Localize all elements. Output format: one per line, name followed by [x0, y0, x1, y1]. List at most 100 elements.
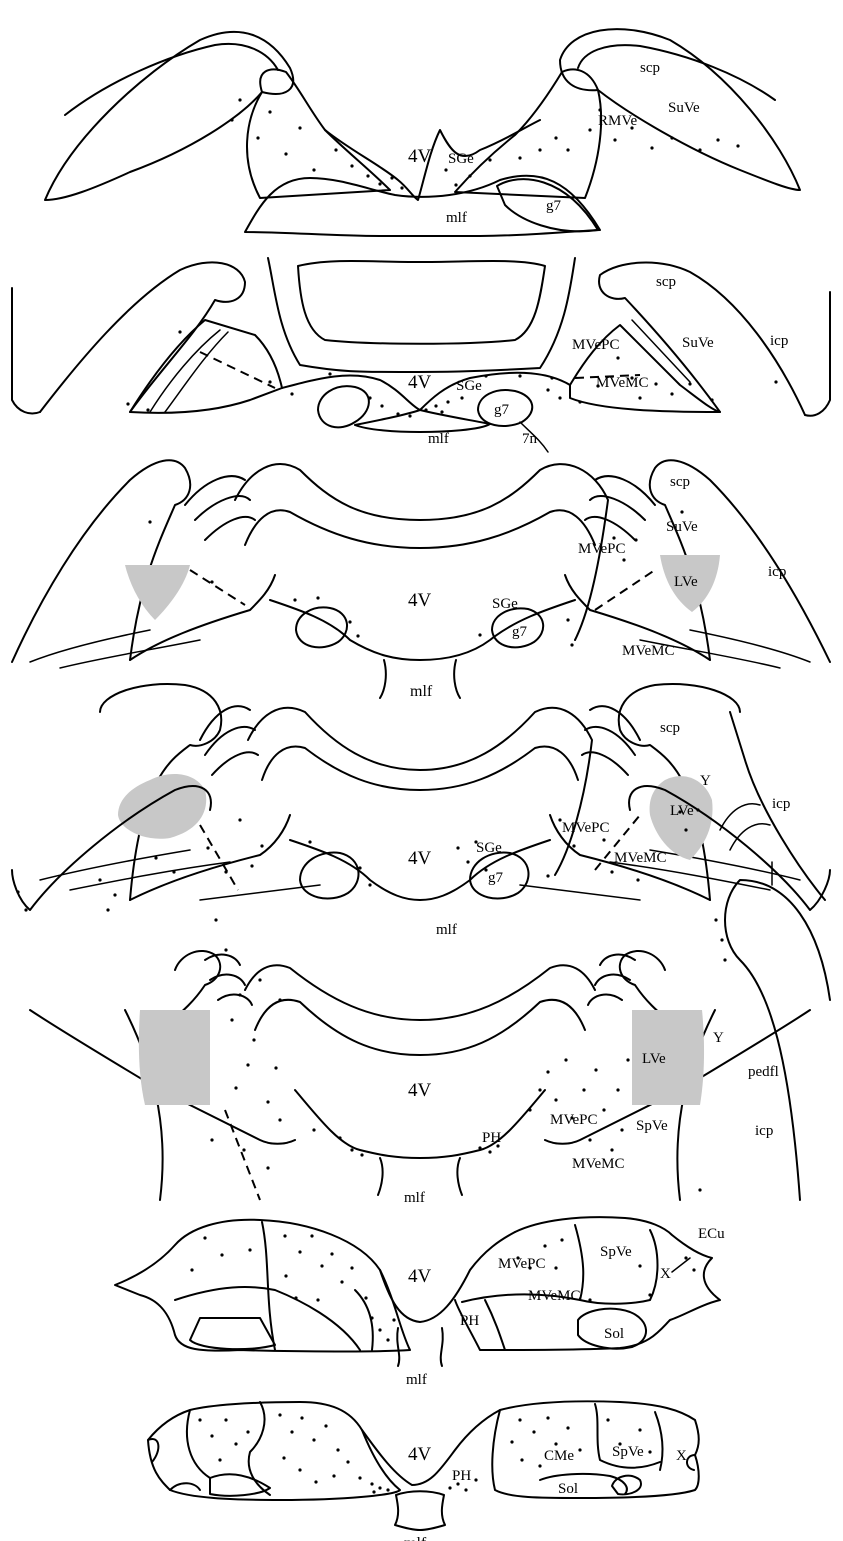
section-2-left-dashed-boundary	[200, 352, 275, 388]
section-6-left-inner-a	[262, 1222, 275, 1350]
section-3-label-icp: icp	[768, 564, 786, 580]
section-4-label-mvepc: MVePC	[562, 820, 610, 836]
section-7-label-cme: CMe	[544, 1448, 574, 1464]
section-5-left-fibers	[205, 955, 252, 1005]
section-6-right-ph-border	[485, 1300, 505, 1350]
section-1-left-scp-inner	[65, 44, 278, 115]
section-3-4v-outline	[245, 510, 595, 548]
section-7-right-outline	[492, 1401, 698, 1498]
section-2-left-g7-blob	[318, 386, 369, 427]
section-6-label-ecu: ECu	[698, 1226, 725, 1242]
section-4: 4V scp Y icp LVe MVePC MVeMC SGe g7 mlf	[40, 684, 825, 938]
section-5-label-mvepc: MVePC	[550, 1112, 598, 1128]
section-7-right-notch	[687, 1455, 695, 1470]
section-2-left-fiber-b	[165, 332, 228, 412]
section-1-label-mlf: mlf	[446, 210, 467, 226]
section-2-label-sge: SGe	[456, 378, 482, 394]
section-5-left-lve-shading	[139, 1010, 210, 1105]
section-4-right-fibers	[582, 706, 640, 775]
section-7-left-vent	[210, 1474, 270, 1496]
section-4-left-g7	[300, 853, 358, 899]
section-6-4v-floor	[380, 1232, 515, 1322]
section-1-label-g7: g7	[546, 198, 562, 214]
section-1-right-scp-inner	[578, 45, 775, 100]
section-2-label-g7: g7	[494, 402, 510, 418]
section-3-label-lve: LVe	[674, 574, 698, 590]
section-6-label-ph: PH	[460, 1313, 479, 1329]
section-3-left-scp	[12, 460, 190, 662]
section-2-label-mlf: mlf	[428, 431, 449, 447]
section-1-label-suve: SuVe	[668, 100, 700, 116]
section-6-label-4v: 4V	[408, 1266, 432, 1287]
section-2-label-4v: 4V	[408, 372, 432, 393]
section-4-left-lve-shading	[118, 774, 206, 839]
section-1-label-rmve: RMVe	[598, 113, 638, 129]
section-5-label-icp: icp	[755, 1123, 773, 1139]
section-4-label-4v: 4V	[408, 848, 432, 869]
section-6-label-x: X	[660, 1266, 671, 1282]
section-7-label-sol: Sol	[558, 1481, 578, 1497]
section-2-label-suve: SuVe	[682, 335, 714, 351]
section-3-right-dashed-boundary	[595, 570, 655, 610]
section-6-label-mvepc: MVePC	[498, 1256, 546, 1272]
section-6-label-mlf: mlf	[406, 1372, 427, 1388]
section-2-mlf-ventral	[355, 410, 490, 432]
section-5-4v-outline	[255, 1000, 585, 1055]
section-2-left-lateral	[130, 320, 282, 413]
section-2: 4V scp SuVe icp MVePC MVeMC SGe g7 7n ml…	[12, 258, 830, 452]
section-7-label-spve: SpVe	[612, 1444, 644, 1460]
section-7-left-outline	[148, 1402, 400, 1500]
section-5-label-spve: SpVe	[636, 1118, 668, 1134]
section-5-neuron-dots	[16, 878, 726, 1191]
section-2-4v-top	[298, 261, 545, 344]
section-1-label-sge: SGe	[448, 151, 474, 167]
section-6: 4V ECu SpVe X MVePC MVeMC PH Sol mlf	[115, 1217, 725, 1388]
section-3-left-g7	[296, 607, 347, 647]
section-4-left-ventral-fibers	[40, 850, 320, 900]
section-4-label-mvemc: MVeMC	[614, 850, 667, 866]
section-6-label-spve: SpVe	[600, 1244, 632, 1260]
section-3-label-suve: SuVe	[666, 519, 698, 535]
section-4-label-sge: SGe	[476, 840, 502, 856]
section-2-label-mvemc: MVeMC	[596, 375, 649, 391]
section-5-label-lve: LVe	[642, 1051, 666, 1067]
section-5-right-fibers	[588, 955, 635, 1005]
section-6-ecu-pointer	[672, 1258, 690, 1272]
section-2-right-fiber	[632, 320, 690, 382]
section-1: 4V scp SuVe RMVe SGe g7 mlf	[45, 29, 800, 236]
section-4-label-scp: scp	[660, 720, 680, 736]
section-4-label-icp: icp	[772, 796, 790, 812]
section-5-label-mvemc: MVeMC	[572, 1156, 625, 1172]
section-5-label-pedfl: pedfl	[748, 1064, 779, 1080]
section-2-label-scp: scp	[656, 274, 676, 290]
section-3-label-sge: SGe	[492, 596, 518, 612]
section-7-right-x-border	[655, 1412, 662, 1470]
section-1-label-scp: scp	[640, 60, 660, 76]
section-2-left-scp	[40, 262, 245, 412]
section-5-label-y: Y	[713, 1030, 724, 1046]
section-3-label-mvemc: MVeMC	[622, 643, 675, 659]
section-7-label-x: X	[676, 1448, 687, 1464]
section-4-left-fibers	[200, 706, 258, 775]
section-6-right-spve-border	[575, 1225, 658, 1304]
section-5-label-ph: PH	[482, 1130, 501, 1146]
section-3-label-4v: 4V	[408, 590, 432, 611]
section-5-left-dashed-boundary	[225, 1110, 260, 1200]
section-3-label-scp: scp	[670, 474, 690, 490]
section-2-right-outer-edge	[805, 292, 830, 416]
section-6-label-mvemc: MVeMC	[528, 1288, 581, 1304]
section-7-label-4v: 4V	[408, 1444, 432, 1465]
section-6-left-inner-c	[355, 1290, 373, 1350]
section-5-label-4v: 4V	[408, 1080, 432, 1101]
section-4-4v-outline	[262, 747, 578, 790]
section-6-left-outline	[115, 1220, 410, 1352]
section-7-mlf	[395, 1491, 445, 1530]
section-2-label-mvepc: MVePC	[572, 337, 620, 353]
section-1-neuron-dots	[230, 98, 739, 189]
section-4-label-mlf: mlf	[436, 922, 457, 938]
section-7-label-mlf: mlf	[404, 1535, 427, 1541]
section-7-label-ph: PH	[452, 1468, 471, 1484]
section-1-left-scp-outline	[45, 32, 293, 200]
section-2-label-icp: icp	[770, 333, 788, 349]
